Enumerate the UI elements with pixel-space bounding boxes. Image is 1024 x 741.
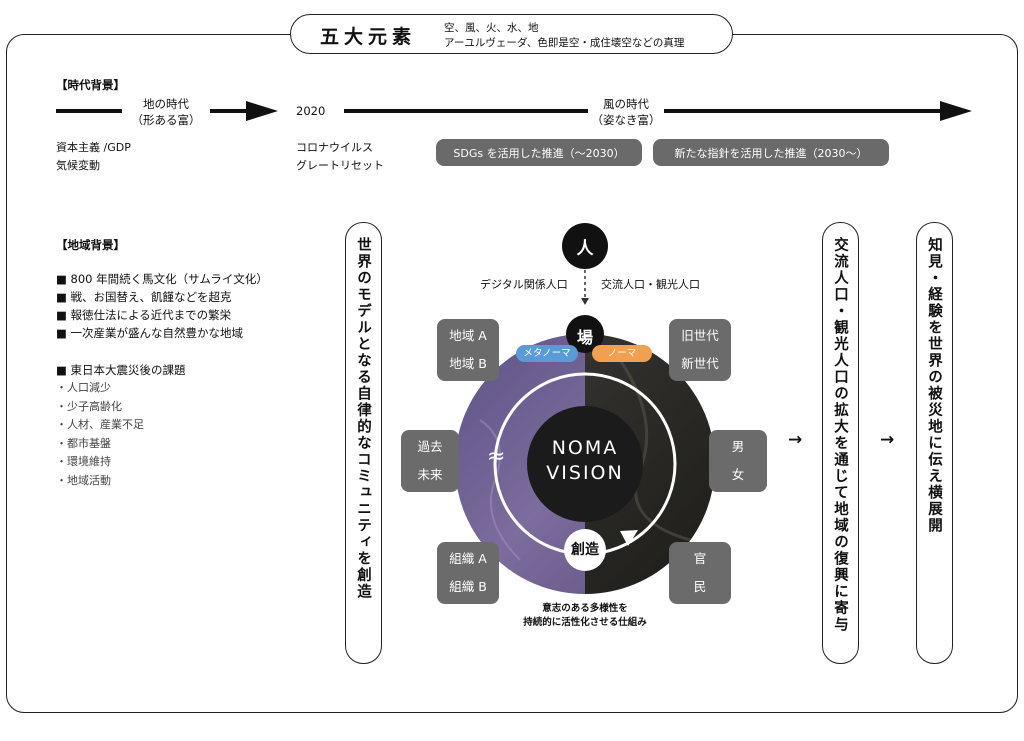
exchange-population-label: 交流人口・観光人口	[601, 278, 700, 291]
capitalism-note: 資本主義 /GDP	[56, 141, 131, 154]
title-box	[290, 14, 733, 54]
issues-title: ■ 東日本大震災後の課題	[56, 363, 186, 377]
wind-era-subtitle: （姿なき富）	[591, 113, 661, 127]
region-pair-box: 地域 A 地域 B	[437, 319, 499, 381]
region-bullet: ■ 800 年間続く馬文化（サムライ文化）	[56, 272, 268, 286]
noma-badge: ノーマ	[592, 345, 652, 362]
title-subtitle-elements: 空、風、火、水、地	[444, 22, 539, 34]
timeline-arrowhead-earth	[246, 101, 278, 121]
vision-core	[527, 406, 643, 522]
issues-list: ・人口減少 ・少子高齢化 ・人材、産業不足 ・都市基盤 ・環境維持 ・地域活動	[56, 379, 144, 490]
place-label: 場	[576, 328, 593, 347]
arrow-to-tourism: →	[788, 430, 803, 450]
coronavirus-note: コロナウイルス	[296, 141, 373, 154]
creation-label: 創造	[571, 542, 599, 558]
organization-pair-box: 組織 A 組織 B	[437, 542, 499, 604]
new-generation-label: 新世代	[681, 356, 719, 371]
purple-land-half	[455, 334, 585, 594]
community-goal-box: 世界のモデルとなる自律的なコミュニティを創造	[345, 222, 382, 664]
past-label: 過去	[417, 439, 443, 454]
knowledge-sharing-box: 知見・経験を世界の被災地に伝え横展開	[916, 222, 953, 664]
issue-item: ・地域活動	[56, 473, 111, 487]
timeline-arrowhead-wind	[940, 101, 972, 121]
title-main: 五大元素	[320, 26, 417, 48]
time-pair-box: 過去 未来	[401, 430, 459, 492]
year-2020: 2020	[296, 104, 326, 118]
future-label: 未来	[417, 467, 443, 482]
sdgs-pill: SDGs を活用した推進（～2030）	[436, 139, 642, 166]
old-generation-label: 旧世代	[681, 328, 719, 343]
earth-era-subtitle: （形ある富）	[131, 113, 201, 127]
title-subtitle-truths: アーユルヴェーダ、色即是空・成住壊空などの真理	[444, 37, 685, 49]
issue-item: ・少子高齢化	[56, 399, 122, 413]
person-connector-head	[581, 298, 589, 305]
caption-line2: 持続的に活性化させる仕組み	[523, 617, 647, 628]
org-b-label: 組織 B	[449, 579, 487, 594]
region-bullet: ■ 報徳仕法による近代までの繁栄	[56, 308, 232, 322]
public-private-pair-box: 官 民	[669, 542, 731, 604]
era-section-label: 【時代背景】	[56, 78, 125, 92]
region-bullet: ■ 戦、お国替え、飢饉などを超克	[56, 290, 232, 304]
caption-line1: 意志のある多様性を	[542, 603, 628, 614]
dark-land-half	[585, 334, 715, 594]
climate-note: 気候変動	[56, 159, 100, 172]
generation-pair-box: 旧世代 新世代	[669, 319, 731, 381]
place-circle	[566, 315, 604, 353]
creation-circle	[564, 529, 606, 571]
issue-item: ・人口減少	[56, 381, 111, 394]
cycle-arrowhead	[620, 530, 638, 546]
region-bullet: ■ 一次産業が盛んな自然豊かな地域	[56, 326, 244, 340]
new-guidelines-pill: 新たな指針を活用した推進（2030～）	[653, 139, 889, 166]
female-label: 女	[731, 467, 745, 482]
region-a-label: 地域 A	[449, 328, 487, 343]
region-bullet-list: ■ 800 年間続く馬文化（サムライ文化） ■ 戦、お国替え、飢饉などを超克 ■…	[56, 270, 268, 342]
issue-item: ・環境維持	[56, 455, 111, 468]
government-label: 官	[693, 551, 707, 566]
great-reset-note: グレートリセット	[296, 159, 384, 172]
tourism-goal-text: 交流人口・観光人口の拡大を通じて地域の復興に寄与	[832, 237, 848, 633]
wave-icon: ≈	[487, 444, 506, 469]
earth-era-title: 地の時代	[143, 97, 189, 111]
gender-pair-box: 男 女	[709, 430, 767, 492]
digital-population-label: デジタル関係人口	[480, 278, 568, 291]
knowledge-sharing-text: 知見・経験を世界の被災地に伝え横展開	[926, 237, 942, 534]
arrow-to-knowledge: →	[880, 430, 895, 450]
meta-noma-badge: メタノーマ	[516, 345, 578, 362]
region-b-label: 地域 B	[449, 356, 487, 371]
tourism-goal-box: 交流人口・観光人口の拡大を通じて地域の復興に寄与	[822, 222, 859, 664]
person-circle	[562, 223, 608, 269]
center-title-noma: NOMA	[551, 437, 619, 459]
issue-item: ・人材、産業不足	[56, 418, 144, 431]
center-title-vision: VISION	[546, 462, 624, 484]
civil-label: 民	[693, 579, 707, 594]
issue-item: ・都市基盤	[56, 436, 111, 450]
community-goal-text: 世界のモデルとなる自律的なコミュニティを創造	[355, 237, 371, 600]
person-label: 人	[576, 239, 594, 259]
org-a-label: 組織 A	[449, 551, 487, 566]
region-section-label: 【地域背景】	[56, 238, 125, 252]
wind-era-title: 風の時代	[603, 97, 649, 111]
male-label: 男	[731, 439, 745, 454]
